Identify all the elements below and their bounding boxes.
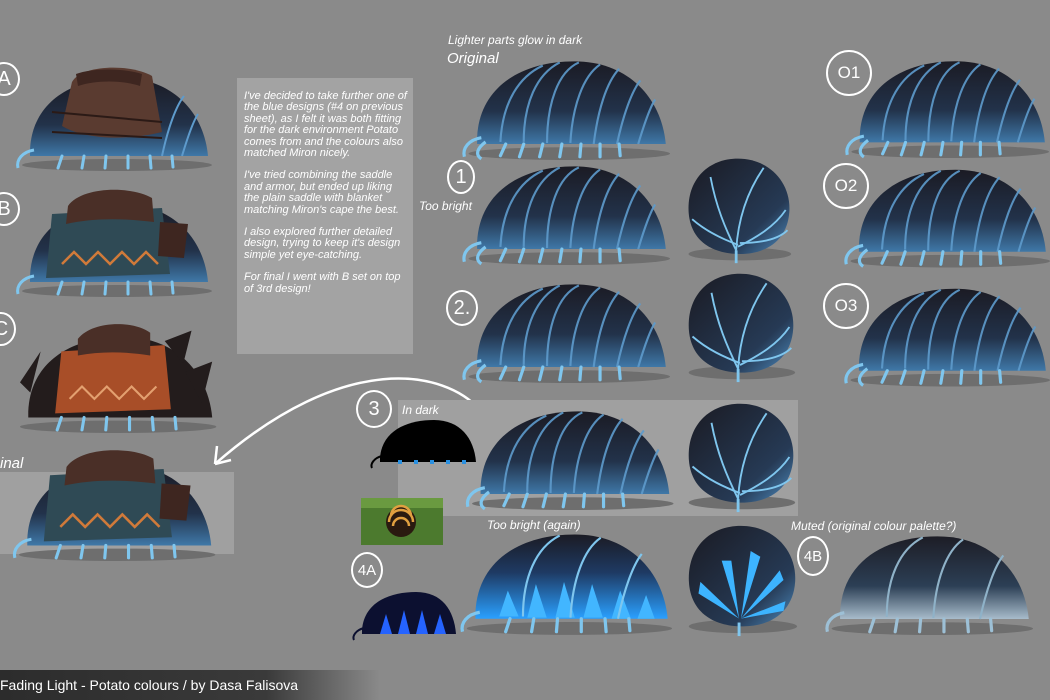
variant-4b-illustration: [818, 530, 1036, 636]
final-illustration: [6, 438, 218, 562]
variant-4a-illustration: [455, 528, 673, 636]
badge-2: 2.: [446, 290, 478, 326]
dark-silhouette-illustration: [370, 420, 476, 469]
badge-3: 3: [356, 390, 392, 428]
variant-3-illustration: [460, 405, 675, 511]
variant-b-illustration: [6, 178, 218, 298]
badge-o3: O3: [823, 283, 869, 329]
final-label: inal: [0, 455, 24, 472]
variant-4a-silhouette: [352, 592, 456, 641]
note-3: I also explored further detailed design,…: [244, 226, 401, 261]
too-bright-again-label: Too bright (again): [487, 518, 581, 532]
original-o1-illustration: [840, 55, 1050, 159]
footer-credit: Fading Light - Potato colours / by Dasa …: [0, 670, 380, 700]
variant-1-illustration: [455, 160, 673, 266]
variant-3-ball: [680, 400, 800, 514]
note-4: For final I went with B set on top of 3r…: [244, 271, 401, 295]
variant-c-illustration: [4, 310, 222, 434]
muted-label: Muted (original colour palette?): [791, 519, 957, 533]
variant-1-ball: [683, 154, 793, 266]
badge-1: 1: [447, 160, 475, 194]
badge-4b: 4B: [797, 536, 829, 576]
original-label: Original: [447, 50, 499, 67]
design-notes: I've decided to take further one of the …: [237, 78, 413, 354]
note-1: I've decided to take further one of the …: [244, 90, 407, 160]
badge-o2: O2: [823, 163, 869, 209]
glow-note: Lighter parts glow in dark: [448, 33, 583, 47]
original-illustration: [455, 55, 673, 161]
original-o2-illustration: [840, 163, 1050, 269]
variant-2-ball: [680, 270, 800, 384]
too-bright-label: Too bright: [419, 199, 472, 213]
variant-4a-ball: [681, 522, 801, 638]
note-2: I've tried combining the saddle and armo…: [244, 169, 399, 216]
variant-2-illustration: [455, 278, 673, 384]
variant-a-illustration: [6, 62, 218, 172]
reference-photo: [361, 498, 443, 545]
arrow-icon: [213, 377, 481, 466]
badge-4a: 4A: [351, 552, 383, 588]
original-o3-illustration: [840, 282, 1050, 388]
in-dark-label: In dark: [402, 403, 439, 417]
badge-o1: O1: [826, 50, 872, 96]
